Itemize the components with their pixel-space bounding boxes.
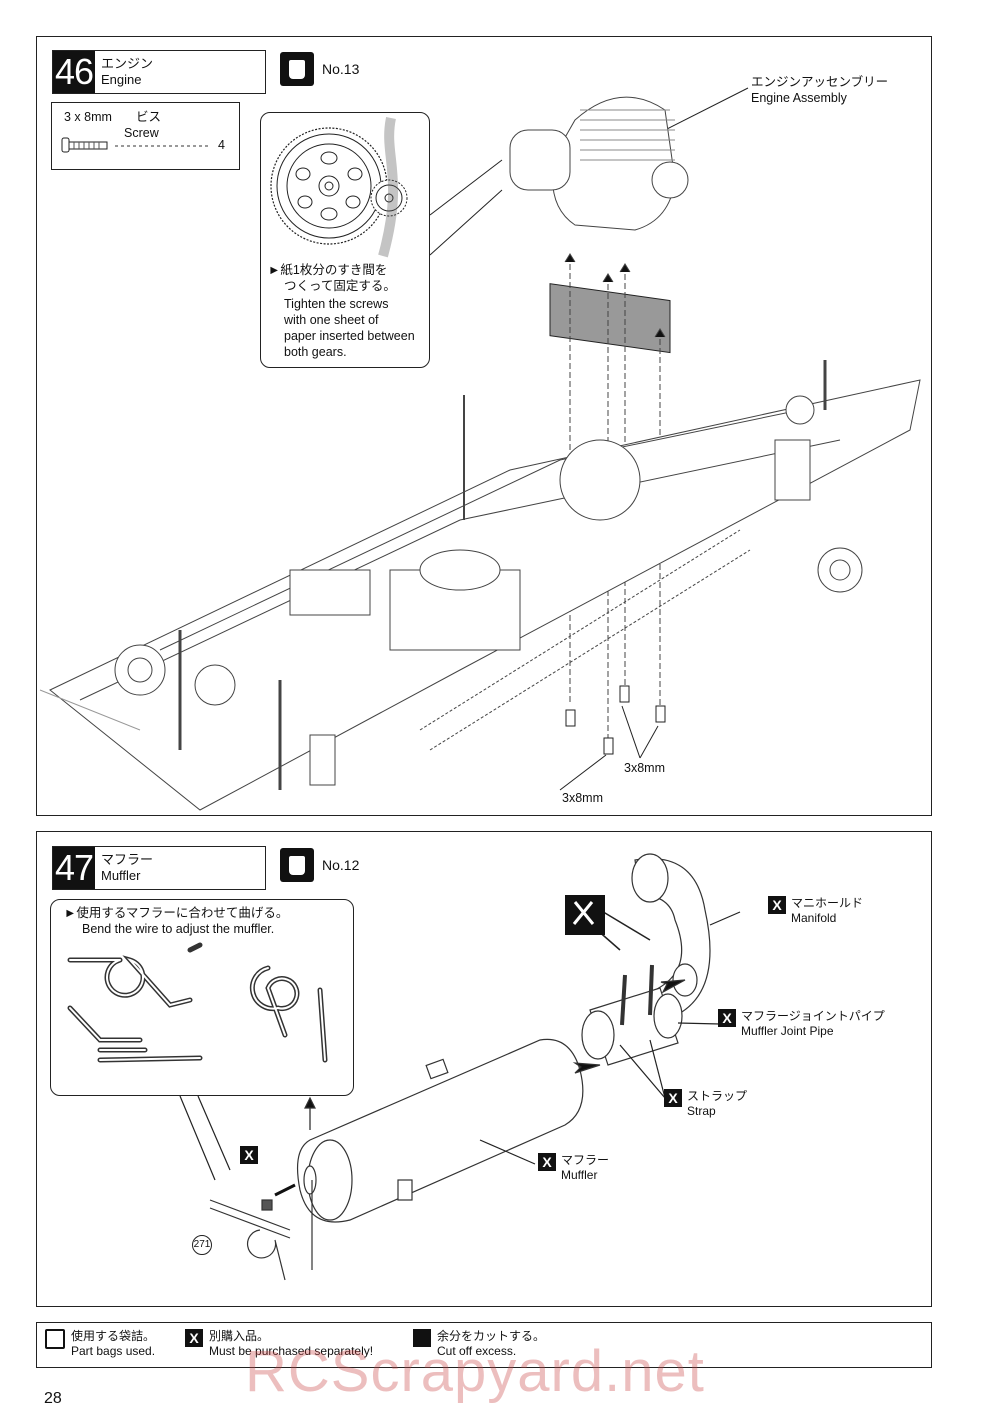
watermark: RCScrapyard.net (245, 1339, 705, 1404)
screw-qty: 4 (218, 138, 225, 152)
legend-separate: X 別購入品。Must be purchased separately! (185, 1329, 373, 1359)
bag-indicator: No.13 (280, 52, 359, 86)
x-mark-icon: X (768, 896, 786, 914)
bag-icon (45, 1329, 65, 1349)
bag-number: No.12 (322, 857, 360, 873)
gear-note-en-2: with one sheet of (284, 313, 379, 327)
bag-icon (280, 52, 314, 86)
step-title-jp: マフラー (101, 852, 154, 867)
parts-box (51, 102, 240, 170)
x-mark-icon: X (538, 1153, 556, 1171)
engine-chassis-illustration (39, 87, 921, 811)
cutter-icon (413, 1329, 431, 1347)
legend-cut: 余分をカットする。Cut off excess. (413, 1329, 545, 1359)
muffler-illustration (179, 853, 741, 1281)
engine-label-jp: エンジンアッセンブリー (751, 75, 889, 89)
legend-bag: 使用する袋詰。Part bags used. (45, 1329, 155, 1359)
screw-label-left: 3x8mm (562, 791, 603, 805)
step-number: 46 (53, 51, 95, 93)
wire-note-jp: ►使用するマフラーに合わせて曲げる。 (64, 906, 289, 920)
x-mark-icon: X (185, 1329, 203, 1347)
screw-label-right: 3x8mm (624, 761, 665, 775)
step-title-en: Engine (101, 72, 142, 87)
wire-bend-illustration (67, 942, 328, 1063)
step-number: 47 (53, 847, 95, 889)
screw-icon (61, 137, 210, 153)
gears-illustration (270, 116, 408, 258)
step-title-jp: エンジン (101, 56, 154, 71)
gear-note-jp-1: ►紙1枚分のすき間を (268, 263, 388, 277)
engine-label-en: Engine Assembly (751, 91, 847, 105)
x-mark-icon: X (718, 1009, 736, 1027)
gear-note-jp-2: つくって固定する。 (284, 279, 396, 293)
bag-icon (280, 848, 314, 882)
screw-size: 3 x 8mm (64, 110, 112, 124)
screw-name-jp: ビス (136, 110, 162, 124)
bag-indicator: No.12 (280, 848, 359, 882)
wire-callout (50, 899, 354, 1096)
separate-purchase-mark: X (240, 1146, 258, 1164)
gear-note-en-1: Tighten the screws (284, 297, 389, 311)
bag-number: No.13 (322, 61, 360, 77)
step-title-en: Muffler (101, 868, 141, 883)
step-47-header: 47 マフラー Muffler (52, 846, 266, 890)
part-number-label: 271 (192, 1235, 212, 1255)
gear-note-en-3: paper inserted between (284, 329, 415, 343)
step-46-header: 46 エンジン Engine (52, 50, 266, 94)
wire-note-en: Bend the wire to adjust the muffler. (82, 922, 275, 936)
x-mark-icon: X (664, 1089, 682, 1107)
legend-box: 使用する袋詰。Part bags used. X 別購入品。Must be pu… (36, 1322, 932, 1368)
screw-name-en: Screw (124, 126, 159, 140)
page-number: 28 (44, 1390, 62, 1407)
gear-note-en-4: both gears. (284, 345, 347, 359)
